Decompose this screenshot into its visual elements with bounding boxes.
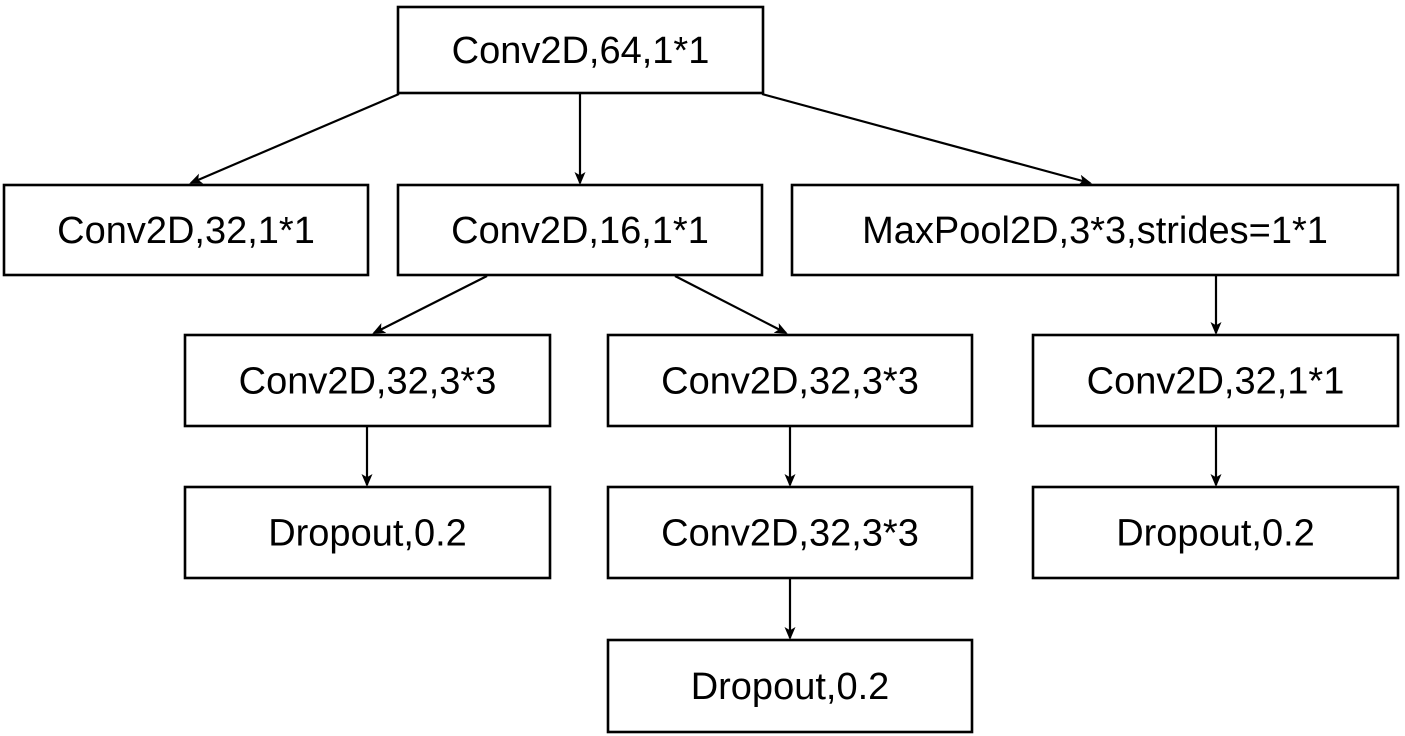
node-box-dropout-right <box>1031 485 1400 580</box>
node-conv2d-32-1x1-right: Conv2D,32,1*1 <box>1031 333 1400 428</box>
node-box-dropout-left <box>183 485 552 580</box>
node-box-conv2d-64-1x1 <box>396 5 765 95</box>
edge-conv2d-64-1x1-to-maxpool2d-3x3 <box>761 92 1092 186</box>
node-label-conv2d-64-1x1: Conv2D,64,1*1 <box>452 30 710 72</box>
node-label-conv2d-16-1x1: Conv2D,16,1*1 <box>451 210 709 252</box>
node-label-conv2d-32-1x1-right: Conv2D,32,1*1 <box>1087 361 1345 403</box>
node-conv2d-32-1x1-left: Conv2D,32,1*1 <box>2 183 370 277</box>
node-box-conv2d-32-1x1-right <box>1031 333 1400 428</box>
node-box-conv2d-32-3x3-a <box>183 333 552 428</box>
node-box-maxpool2d-3x3 <box>790 183 1400 277</box>
node-box-conv2d-32-3x3-c <box>606 485 974 580</box>
node-box-dropout-bottom <box>606 638 974 734</box>
node-dropout-bottom: Dropout,0.2 <box>606 638 974 734</box>
node-label-dropout-left: Dropout,0.2 <box>268 513 467 555</box>
node-conv2d-16-1x1: Conv2D,16,1*1 <box>396 183 764 277</box>
node-box-conv2d-16-1x1 <box>396 183 764 277</box>
edge-conv2d-16-1x1-to-conv2d-32-3x3-b <box>674 275 788 334</box>
node-conv2d-64-1x1: Conv2D,64,1*1 <box>396 5 765 95</box>
node-label-conv2d-32-1x1-left: Conv2D,32,1*1 <box>57 210 315 252</box>
node-label-conv2d-32-3x3-a: Conv2D,32,3*3 <box>239 361 497 403</box>
node-conv2d-32-3x3-c: Conv2D,32,3*3 <box>606 485 974 580</box>
node-box-conv2d-32-1x1-left <box>2 183 370 277</box>
node-label-conv2d-32-3x3-b: Conv2D,32,3*3 <box>661 361 919 403</box>
node-dropout-right: Dropout,0.2 <box>1031 485 1400 580</box>
edge-conv2d-16-1x1-to-conv2d-32-3x3-a <box>372 275 488 334</box>
node-label-conv2d-32-3x3-c: Conv2D,32,3*3 <box>661 513 919 555</box>
node-box-conv2d-32-3x3-b <box>606 333 974 428</box>
edges-layer <box>189 92 1222 640</box>
node-label-dropout-right: Dropout,0.2 <box>1116 513 1315 555</box>
node-label-dropout-bottom: Dropout,0.2 <box>691 666 890 708</box>
node-maxpool2d-3x3: MaxPool2D,3*3,strides=1*1 <box>790 183 1400 277</box>
node-conv2d-32-3x3-b: Conv2D,32,3*3 <box>606 333 974 428</box>
node-dropout-left: Dropout,0.2 <box>183 485 552 580</box>
node-label-maxpool2d-3x3: MaxPool2D,3*3,strides=1*1 <box>862 210 1328 252</box>
node-conv2d-32-3x3-a: Conv2D,32,3*3 <box>183 333 552 428</box>
edge-conv2d-64-1x1-to-conv2d-32-1x1-left <box>189 92 400 185</box>
